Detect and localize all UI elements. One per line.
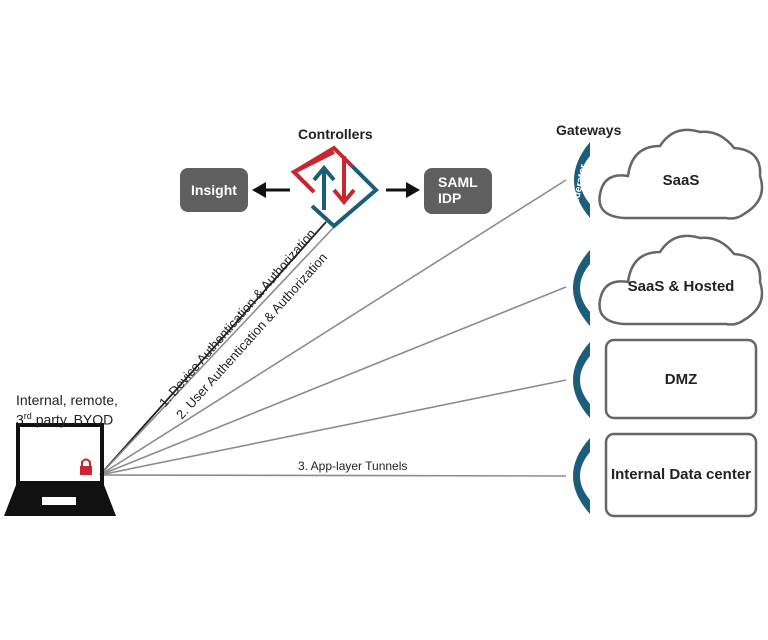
saml-label: SAML [438,174,478,190]
arrow-to-saml [386,182,420,198]
tunnel-line-saas [99,179,567,476]
dest-internal-label: Internal Data center [610,466,752,483]
arrow-to-insight [252,182,290,198]
controller-blue-diamond [310,164,379,229]
client-label-line1: Internal, remote, [16,392,118,408]
saml-idp-box: SAML IDP [424,168,492,214]
box-dmz [604,338,758,420]
user-auth-line [99,225,336,476]
gateway-arc-internal [573,438,590,514]
idp-label: IDP [438,190,462,206]
tunnels-label: 3. App-layer Tunnels [298,459,408,473]
cloud-saas [598,128,764,220]
client-label: Internal, remote, 3rd party, BYOD [16,392,118,428]
tunnel-line-dmz [99,379,567,476]
box-internal [604,432,758,518]
gateway-arc-dmz [573,342,590,418]
laptop-icon [4,423,116,516]
device-auth-line [99,221,327,476]
gateways-title: Gateways [556,122,622,138]
insight-label: Insight [191,182,237,198]
cloud-saas-hosted [598,234,764,326]
controllers-title: Controllers [298,126,373,142]
lock-icon [80,458,92,475]
controller-red-diamond [290,145,356,206]
gateway-arc-saas-hosted [573,250,590,326]
dest-saas-hosted-label: SaaS & Hosted [627,278,735,295]
tunnel-line-saas-hosted [99,286,567,476]
gateway-federator-arc [574,142,590,218]
client-label-line2: 3rd party, BYOD [16,411,114,428]
dest-dmz-label: DMZ [664,371,698,388]
tunnel-line-internal [99,474,567,477]
dest-saas-label: SaaS [662,172,700,189]
insight-box: Insight [180,168,248,212]
